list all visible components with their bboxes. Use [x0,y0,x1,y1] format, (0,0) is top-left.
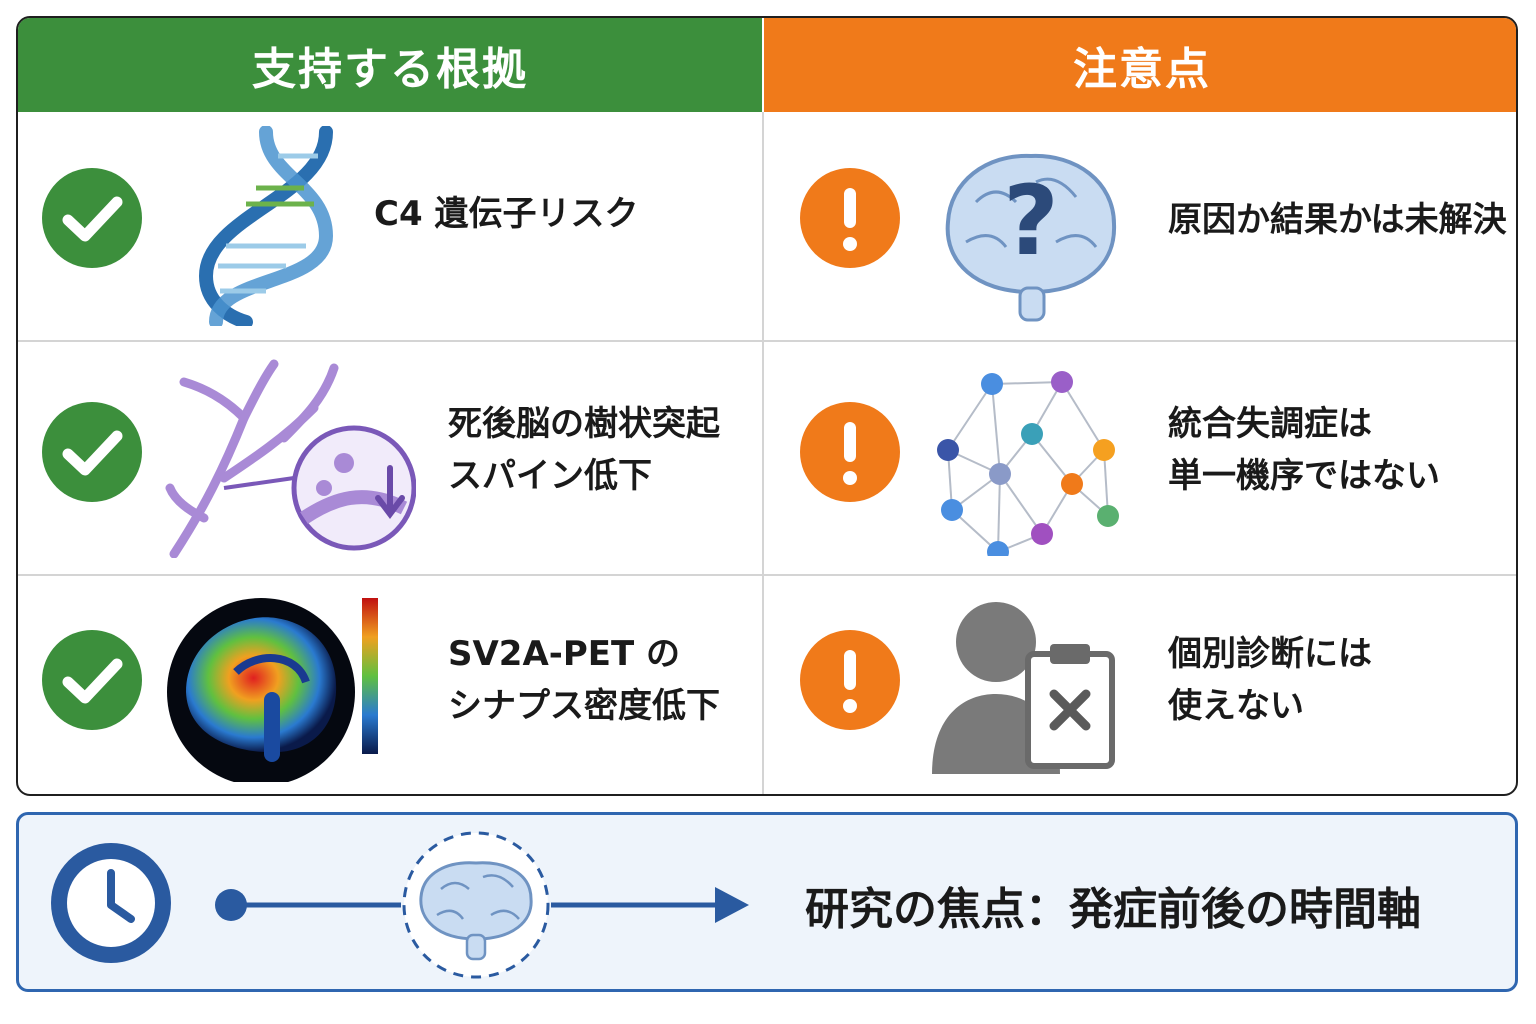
person-clipboard-x-icon [932,598,1122,778]
caution-text-line2: 使えない [1168,686,1304,726]
dendrite-spine-icon [164,358,416,558]
row-divider [18,340,1516,342]
exclamation-icon [800,168,900,268]
support-cell: C4 遺伝子リスク [18,112,762,340]
focus-text: 研究の焦点：発症前後の時間軸 [805,884,1421,935]
brain-question-icon: ? [936,142,1126,322]
comparison-table: 支持する根拠 注意点 [16,16,1518,796]
dna-icon [186,126,346,326]
svg-text:?: ? [1003,165,1059,277]
caution-text-line1: 統合失調症は [1168,404,1372,444]
caution-cell: 個別診断には 使えない [764,576,1516,794]
caution-text-line1: 原因か結果かは未解決 [1168,200,1507,240]
support-cell: 死後脳の樹状突起 スパイン低下 [18,342,762,574]
research-focus-banner: 研究の焦点：発症前後の時間軸 [16,812,1518,992]
exclamation-icon [800,630,900,730]
support-header: 支持する根拠 [18,18,762,112]
caution-cell: 統合失調症は 単一機序ではない [764,342,1516,574]
table-row: SV2A-PET の シナプス密度低下 個別診断には 使えない [18,576,1516,794]
support-text-line1: SV2A-PET の [448,634,681,674]
caution-header: 注意点 [764,18,1516,112]
table-row: C4 遺伝子リスク ? 原因か結果かは未解決 [18,112,1516,340]
support-cell: SV2A-PET の シナプス密度低下 [18,576,762,794]
caution-text-line1: 個別診断には [1168,634,1372,674]
support-text-line1: C4 遺伝子リスク [374,194,639,234]
column-divider [762,112,764,794]
pet-brain-scan-icon [166,592,386,782]
table-row: 死後脳の樹状突起 スパイン低下 [18,342,1516,574]
row-divider [18,574,1516,576]
caution-cell: ? 原因か結果かは未解決 [764,112,1516,340]
exclamation-icon [800,402,900,502]
network-icon [932,366,1122,556]
timeline-arrow [209,827,759,983]
check-icon [42,630,142,730]
support-text-line2: スパイン低下 [448,456,652,496]
check-icon [42,402,142,502]
support-text-line1: 死後脳の樹状突起 [448,404,720,444]
support-text-line2: シナプス密度低下 [448,686,720,726]
check-icon [42,168,142,268]
clock-icon [49,841,173,965]
caution-text-line2: 単一機序ではない [1168,456,1440,496]
